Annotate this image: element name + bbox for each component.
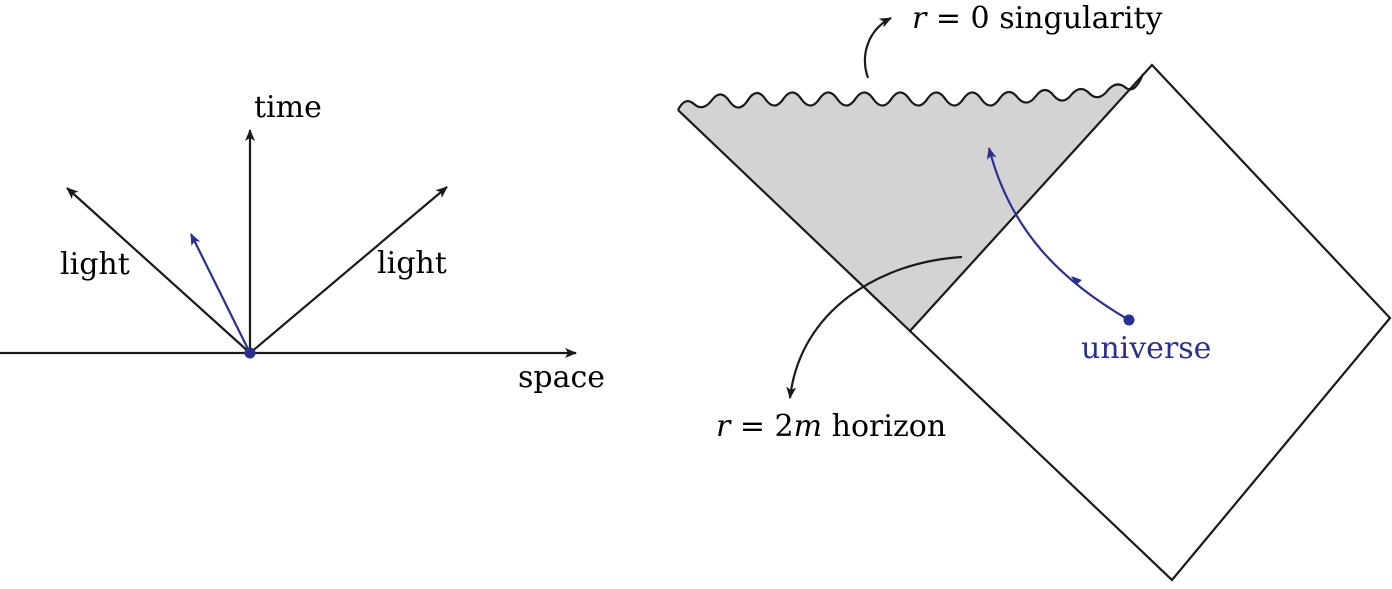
light-ray-left [66, 187, 251, 354]
space-label: space [518, 360, 605, 395]
exterior-diamond [908, 63, 1392, 582]
singularity-text: singularity [999, 1, 1162, 36]
light-left-label: light [60, 247, 130, 282]
penrose-diagram: r = 0 singularity r = 2m horizon univers… [677, 1, 1392, 582]
universe-worldline [986, 147, 1130, 321]
time-label: time [254, 90, 322, 125]
black-hole-interior [678, 74, 1143, 331]
universe-point [1123, 314, 1135, 326]
singularity-wavy-line [677, 73, 1145, 111]
horizon-eq: = 2 [730, 409, 793, 444]
singularity-label: r = 0 singularity [912, 1, 1162, 36]
light-cone-diagram: time space light light [0, 90, 605, 395]
horizon-label: r = 2m horizon [716, 409, 946, 444]
singularity-eq: = 0 [926, 1, 999, 36]
horizon-callout-arrow [786, 255, 963, 399]
universe-label: universe [1081, 331, 1211, 366]
light-ray-right [249, 186, 448, 354]
worldline-arrow [190, 233, 251, 354]
horizon-m: m [794, 409, 822, 444]
singularity-callout-arrow [863, 17, 892, 79]
horizon-var: r [716, 409, 732, 444]
horizon-text: horizon [822, 409, 946, 444]
event-point [244, 347, 256, 359]
singularity-var: r [912, 1, 928, 36]
worldline-midarrow [1071, 276, 1082, 285]
light-right-label: light [377, 246, 447, 281]
interior-left-edge [677, 109, 911, 332]
